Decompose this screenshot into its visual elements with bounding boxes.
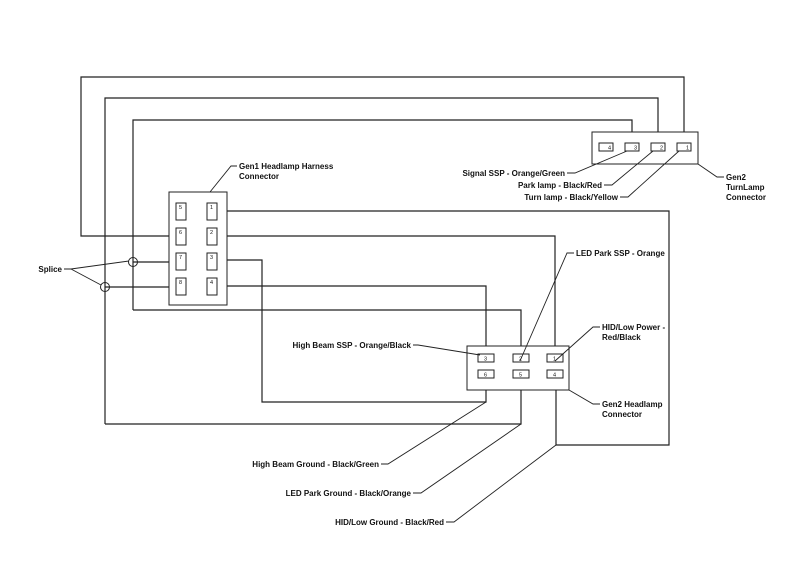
head-title-line1: Gen2 Headlamp [602, 400, 663, 409]
head-pin-5 [512, 369, 530, 379]
turn-pin-1 [676, 142, 692, 152]
pin-number: 6 [179, 230, 182, 236]
pin-number: 7 [179, 255, 182, 261]
high-beam-ground-label: High Beam Ground - Black/Green [252, 460, 379, 469]
pin-number: 4 [553, 373, 556, 379]
turn-lamp-leader [620, 150, 680, 198]
turn-connector-leader [697, 163, 724, 178]
wire-hid-low-ground [216, 210, 670, 446]
wire-led-park-ground [105, 378, 522, 425]
hid-power-label-line1: HID/Low Power - [602, 323, 665, 332]
head-pin-4 [546, 369, 564, 379]
gen1-leader [209, 165, 237, 193]
turn-title-line1: Gen2 [726, 173, 747, 182]
gen1-pin-4 [206, 277, 218, 296]
pin-number: 5 [179, 205, 182, 211]
pin-number: 3 [210, 255, 213, 261]
head-pin-6 [477, 369, 495, 379]
wire-hid-low-power [216, 235, 556, 354]
pin-number: 2 [210, 230, 213, 236]
gen1-pin-5 [175, 202, 187, 221]
wire-high-beam-ground [216, 259, 487, 403]
led-park-ground-label: LED Park Ground - Black/Orange [286, 489, 412, 498]
gen1-pin-7 [175, 252, 187, 271]
pin-number: 5 [519, 373, 522, 379]
splice-leader-lower [70, 268, 102, 286]
led-park-ground-leader [413, 423, 522, 494]
pin-number: 1 [210, 205, 213, 211]
pin-number: 8 [179, 280, 182, 286]
splice-label: Splice [38, 265, 62, 274]
high-beam-ssp-label: High Beam SSP - Orange/Black [292, 341, 411, 350]
gen1-title-line1: Gen1 Headlamp Harness [239, 162, 334, 171]
turn-lamp-label: Turn lamp - Black/Yellow [524, 193, 618, 202]
splice-leader-upper [64, 260, 130, 270]
wire-park-lamp [104, 97, 659, 424]
head-pin-3 [477, 353, 495, 363]
pin-number: 6 [484, 373, 487, 379]
high-beam-ssp-leader [413, 344, 481, 356]
hid-power-label-line2: Red/Black [602, 333, 641, 342]
high-beam-ground-leader [381, 401, 487, 465]
turn-pin-2 [650, 142, 666, 152]
park-lamp-leader [604, 150, 654, 186]
gen2-headlamp-connector [466, 345, 570, 391]
pin-number: 4 [210, 280, 213, 286]
turn-title-line3: Connector [726, 193, 766, 202]
gen1-pin-6 [175, 227, 187, 246]
head-pin-1 [546, 353, 564, 363]
gen1-pin-1 [206, 202, 218, 221]
head-title-line2: Connector [602, 410, 642, 419]
hid-power-leader [554, 326, 600, 362]
pin-number: 1 [686, 146, 689, 152]
head-connector-leader [568, 389, 600, 405]
gen2-turn-pins: 4 3 2 1 [598, 142, 692, 152]
gen1-pins: 5 1 6 2 7 3 8 4 [175, 202, 218, 296]
pin-number: 3 [634, 146, 637, 152]
signal-ssp-label: Signal SSP - Orange/Green [462, 169, 565, 178]
hid-low-ground-label: HID/Low Ground - Black/Red [335, 518, 444, 527]
hid-low-ground-leader [446, 444, 557, 523]
turn-title-line2: TurnLamp [726, 183, 765, 192]
led-park-ssp-leader [519, 252, 574, 362]
wire-high-beam-ssp [216, 285, 487, 354]
pin-number: 4 [608, 146, 611, 152]
pin-number: 3 [484, 357, 487, 363]
park-lamp-label: Park lamp - Black/Red [518, 181, 602, 190]
gen1-title-line2: Connector [239, 172, 279, 181]
pin-number: 2 [660, 146, 663, 152]
led-park-ssp-label: LED Park SSP - Orange [576, 249, 665, 258]
splice-lower-icon [100, 282, 110, 292]
turn-pin-4 [598, 142, 614, 152]
gen1-pin-3 [206, 252, 218, 271]
pin-number: 1 [553, 357, 556, 363]
wire-led-park-ssp [133, 309, 522, 354]
splice-upper-icon [128, 257, 138, 267]
turn-pin-3 [624, 142, 640, 152]
signal-ssp-leader [567, 150, 628, 174]
gen1-pin-2 [206, 227, 218, 246]
wire-turn-lamp [80, 76, 685, 237]
gen1-pin-8 [175, 277, 187, 296]
